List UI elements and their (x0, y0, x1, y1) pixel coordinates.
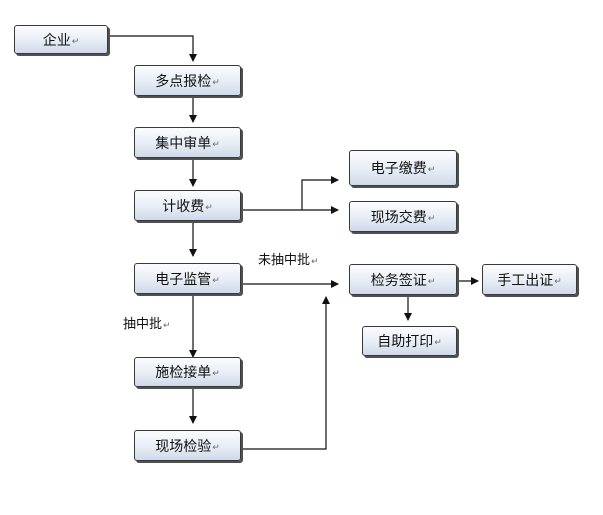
edge-label-sampled: 抽中批 (123, 313, 171, 332)
node-on-site-inspection-label: 现场检验 (155, 438, 212, 455)
edge-label-sampled-text: 抽中批 (123, 317, 163, 332)
node-fee-calculation: 计收费 (134, 190, 241, 221)
node-centralized-review-label: 集中审单 (155, 135, 212, 152)
node-electronic-supervision: 电子监管 (134, 263, 241, 294)
node-multi-point-inspection-label: 多点报检 (155, 73, 212, 90)
node-manual-certificate-issuance: 手工出证 (482, 264, 577, 295)
node-enterprise: 企业 (14, 25, 108, 54)
node-manual-certificate-issuance-label: 手工出证 (497, 272, 554, 289)
edge-label-not-sampled-text: 未抽中批 (258, 253, 311, 268)
node-electronic-payment: 电子缴费 (349, 150, 457, 186)
node-inspection-certification: 检务签证 (349, 264, 457, 295)
node-centralized-review: 集中审单 (134, 127, 241, 158)
node-on-site-payment: 现场交费 (349, 201, 457, 232)
node-inspection-order-receipt: 施检接单 (134, 357, 241, 387)
node-on-site-payment-label: 现场交费 (370, 209, 427, 226)
node-electronic-payment-label: 电子缴费 (370, 161, 427, 177)
node-enterprise-label: 企业 (42, 32, 71, 49)
node-on-site-inspection: 现场检验 (134, 430, 241, 461)
arrow-fee-to-e-payment (243, 176, 339, 211)
arrow-on-site-to-certification (243, 296, 330, 450)
node-inspection-order-receipt-label: 施检接单 (155, 365, 212, 381)
node-self-service-printing-label: 自助打印 (377, 334, 434, 350)
edge-label-not-sampled: 未抽中批 (258, 249, 319, 268)
arrow-enterprise-to-multi-point (109, 35, 197, 62)
node-electronic-supervision-label: 电子监管 (155, 271, 212, 288)
node-multi-point-inspection: 多点报检 (134, 65, 241, 96)
node-fee-calculation-label: 计收费 (162, 198, 205, 215)
node-inspection-certification-label: 检务签证 (370, 272, 427, 289)
node-self-service-printing: 自助打印 (362, 326, 457, 356)
